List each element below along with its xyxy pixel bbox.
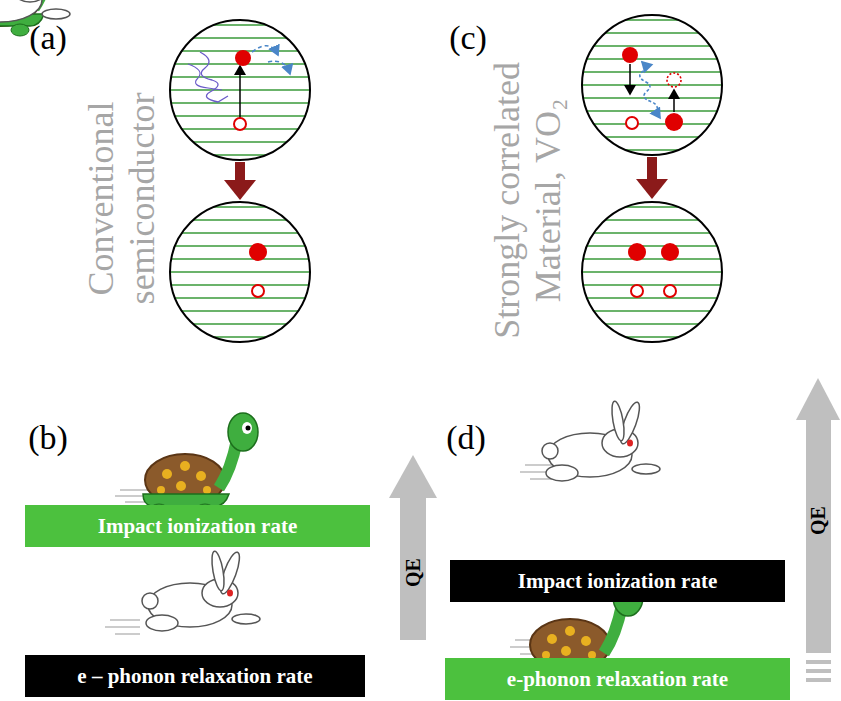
level-line [170, 154, 310, 155]
level-lines [170, 207, 310, 337]
level-line [170, 271, 310, 272]
level-line [582, 97, 722, 98]
level-line [170, 258, 310, 259]
qe-arrow [389, 378, 840, 682]
panel-label: (c) [428, 18, 508, 57]
level-line [170, 336, 310, 337]
band-text: Impact ionization rate [88, 514, 307, 539]
qe-label: QE [807, 490, 830, 550]
level-line [170, 245, 310, 246]
material-label: Conventional semiconductor [81, 78, 164, 318]
level-line [582, 310, 722, 311]
level-line [582, 206, 722, 207]
level-line [582, 245, 722, 246]
carrier-pairs [628, 243, 679, 297]
level-line [170, 297, 310, 298]
level-line [170, 232, 310, 233]
qe-label: QE [402, 542, 425, 602]
level-line [170, 310, 310, 311]
level-line [170, 219, 310, 220]
level-line [582, 110, 722, 111]
rate-band: Impact ionization rate [25, 505, 370, 547]
level-line [582, 323, 722, 324]
level-line [582, 258, 722, 259]
level-line [582, 71, 722, 72]
level-line [582, 336, 722, 337]
level-line [170, 24, 310, 25]
level-lines [582, 207, 722, 337]
level-line [170, 323, 310, 324]
level-line [170, 284, 310, 285]
band-text: Impact ionization rate [508, 569, 727, 594]
level-line [170, 141, 310, 142]
band-text: e – phonon relaxation rate [67, 664, 322, 689]
level-line [582, 123, 722, 124]
level-line [582, 271, 722, 272]
level-line [582, 149, 722, 150]
circle-outline [170, 15, 722, 342]
level-line [582, 45, 722, 46]
level-lines [582, 20, 722, 150]
energy-levels [170, 20, 722, 337]
level-line [582, 84, 722, 85]
band-text: e-phonon relaxation rate [497, 667, 738, 692]
level-line [582, 19, 722, 20]
rate-band: e – phonon relaxation rate [25, 655, 365, 697]
level-lines [170, 25, 310, 155]
level-line [170, 37, 310, 38]
level-line [582, 219, 722, 220]
level-line [582, 32, 722, 33]
impact-ionization [622, 47, 683, 131]
panel-label: (b) [8, 418, 88, 457]
panel-label: (d) [426, 418, 506, 457]
carrier-excitation [188, 46, 290, 130]
level-line [582, 232, 722, 233]
level-line [582, 136, 722, 137]
level-line [170, 206, 310, 207]
transition-arrow [224, 157, 668, 200]
rate-band: Impact ionization rate [450, 560, 785, 602]
level-line [582, 297, 722, 298]
rate-band: e-phonon relaxation rate [445, 658, 790, 700]
level-line [582, 284, 722, 285]
level-line [582, 58, 722, 59]
carrier-pair [249, 243, 267, 297]
material-label: Strongly correlated Material, VO₂ [487, 35, 570, 365]
panel-label: (a) [8, 18, 88, 57]
